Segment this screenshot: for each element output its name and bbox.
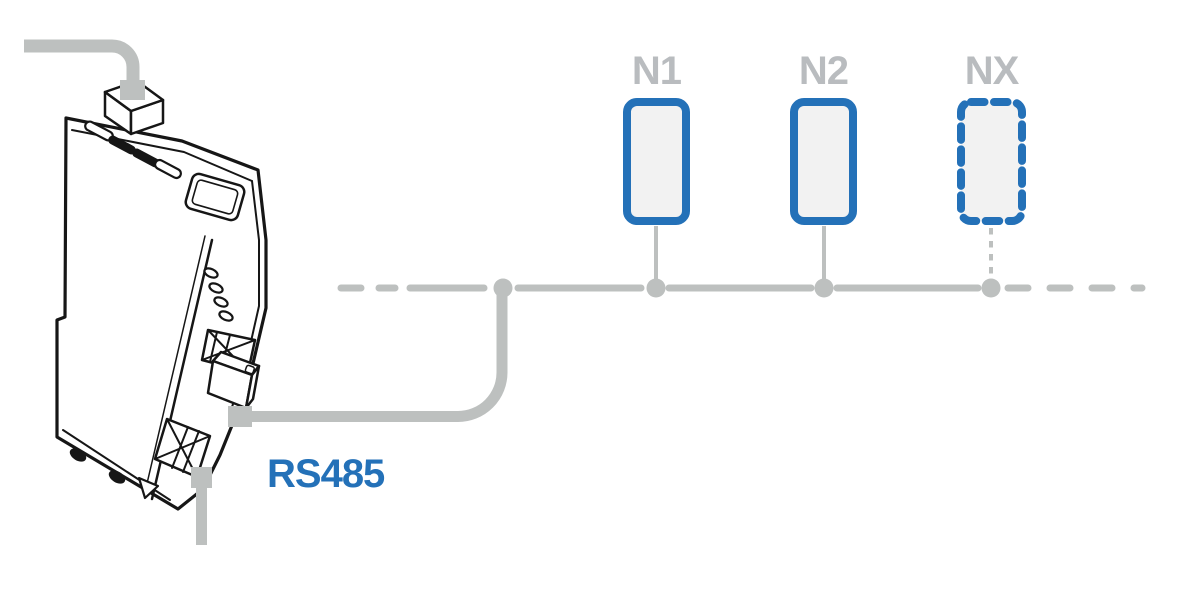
rs485-cable bbox=[228, 293, 508, 427]
din-feet bbox=[69, 448, 126, 484]
node-n1: N1 bbox=[623, 49, 690, 280]
rs485-cable-plug bbox=[228, 406, 252, 427]
node-box bbox=[790, 98, 857, 225]
bus-junction-dot bbox=[493, 278, 513, 298]
network-bus-line bbox=[337, 278, 1146, 298]
node-nx: NX bbox=[957, 49, 1026, 278]
node-n2: N2 bbox=[790, 49, 857, 280]
node-box bbox=[957, 98, 1026, 225]
power-cable bbox=[24, 39, 145, 100]
stub-cable-bottom bbox=[191, 467, 212, 545]
bus-junction-dot bbox=[646, 278, 666, 298]
bottom-detail bbox=[137, 476, 160, 500]
rs485-bus-label: RS485 bbox=[267, 452, 385, 496]
top-hatch-opening bbox=[184, 172, 246, 222]
node-label: N1 bbox=[632, 49, 682, 93]
stub-cable-plug bbox=[191, 467, 212, 488]
bus-junction-dot bbox=[814, 278, 834, 298]
bus-junction-dot bbox=[981, 278, 1001, 298]
status-led-indicators bbox=[203, 267, 234, 322]
node-label: NX bbox=[965, 49, 1020, 93]
power-cable-plug bbox=[120, 80, 145, 100]
vent-slots bbox=[84, 120, 182, 180]
din-rail-gateway-illustration bbox=[55, 79, 268, 511]
node-box bbox=[623, 98, 690, 225]
node-label: N2 bbox=[799, 49, 848, 93]
device-front-edge-inner bbox=[144, 235, 206, 493]
